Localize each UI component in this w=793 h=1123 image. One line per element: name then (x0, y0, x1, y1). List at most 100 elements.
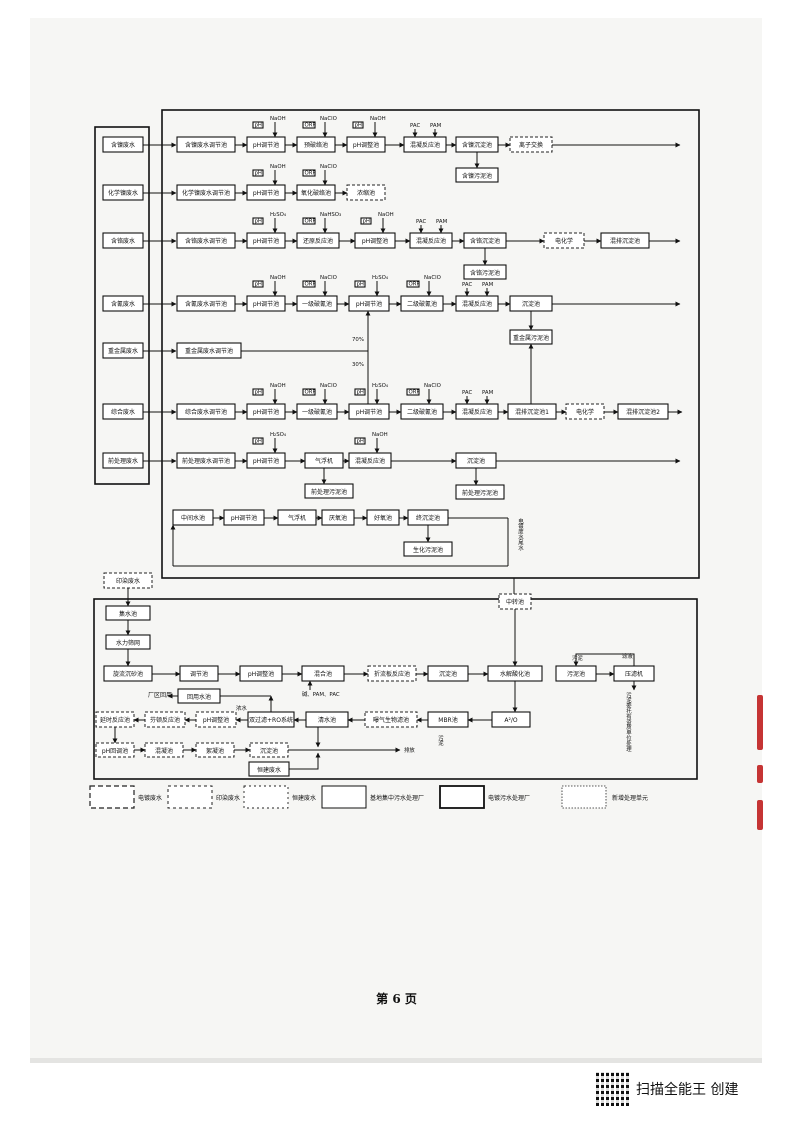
process-box: 前处理废水调节池 (182, 457, 230, 465)
process-box: 浓缩池 (357, 189, 375, 197)
sensor-tag-box (252, 121, 264, 129)
legend-label: 基地集中污水处理厂 (370, 794, 424, 802)
side-label-vertical: 电镀废水尾水 (517, 517, 524, 551)
sensor-tag-box (354, 280, 366, 288)
chemical-tag: PAC (462, 390, 472, 396)
process-box: 混合池 (314, 670, 332, 678)
process-box: 芬顿反应池 (150, 716, 180, 724)
sensor-tag-box (302, 388, 316, 396)
legend: 电镀废水 印染废水 恒建废水 基地集中污水处理厂 电镀污水处理厂 新增处理单元 (89, 785, 648, 809)
chemical-tag: H₂SO₄ (270, 212, 286, 218)
chemical-tag: NaClO (424, 275, 441, 281)
sludge-box: 含铬污泥池 (470, 269, 500, 277)
stream-label: 含镍废水 (111, 141, 135, 149)
stream-label: 含铬废水 (111, 237, 135, 245)
stream-boxes: 含镍废水 化学镍废水 含铬废水 含氰废水 重金属废水 综合废水 前处理废水 (102, 136, 144, 469)
process-box: pH调节池 (253, 237, 279, 245)
row-biological: 中间水池 pH调节池 气浮机 厌氧池 好氧池 终沉淀池 生化污泥池 电镀废水尾水 (170, 509, 524, 567)
stream-label: 前处理废水 (108, 457, 138, 465)
sensor-tag-box (252, 280, 264, 288)
process-box: 混排沉淀池 (610, 237, 640, 245)
process-box: 水解酸化池 (500, 670, 530, 678)
qr-code-icon (596, 1072, 630, 1106)
sensor-tag-box (302, 280, 316, 288)
process-box: 曝气生物滤池 (373, 716, 409, 724)
process-box: 沉淀池 (260, 747, 278, 755)
sludge-box: 前处理污泥池 (462, 489, 498, 497)
chemical-tag: PAM (482, 282, 494, 288)
chemical-tag: NaOH (270, 275, 286, 281)
process-box: 污泥池 (567, 670, 585, 678)
chemical-tag: NaClO (320, 116, 337, 122)
stream-arrows (143, 142, 177, 464)
process-box: pH调节池 (253, 300, 279, 308)
chemical-tag: NaOH (378, 212, 394, 218)
process-box: 电化学 (576, 408, 594, 416)
process-box: pH调节池 (253, 408, 279, 416)
process-box: 恒建废水 (257, 766, 281, 774)
process-box: 还原反应池 (303, 237, 333, 245)
chemical-tag: NaOH (372, 432, 388, 438)
chemical-tag: PAM (482, 390, 494, 396)
process-box: 一级破氰池 (302, 300, 332, 308)
chemical-note: 碱、PAM、PAC (302, 691, 340, 698)
process-box: 折流板反应池 (374, 670, 410, 678)
dye-wastewater-box: 印染废水 (116, 577, 140, 585)
chemical-tag: H₂SO₄ (372, 275, 388, 281)
discharge-note: 排放 (404, 746, 415, 754)
process-box: 气浮机 (288, 514, 306, 522)
process-label: 厂区回用 (148, 692, 172, 699)
row-heavy-metal: 重金属废水调节池 70% 30% (176, 337, 368, 368)
chemical-tag: NaClO (320, 275, 337, 281)
process-box: 压滤机 (625, 670, 643, 678)
chemical-tag: H₂SO₄ (270, 432, 286, 438)
sensor-tag: pH (255, 439, 262, 445)
chemical-tag: NaOH (270, 164, 286, 170)
row-chromium: 含铬废水调节池 pH调节池 还原反应池 pH调整池 混凝反应池 含铬沉淀池 电化… (176, 232, 681, 280)
process-box: 混排沉淀池2 (626, 408, 660, 416)
process-box: 集水池 (119, 610, 137, 618)
process-box: 混凝反应池 (462, 408, 492, 416)
process-box: pH调节池 (253, 141, 279, 149)
process-box: pH调节池 (253, 189, 279, 197)
chemical-tag: H₂SO₄ (372, 383, 388, 389)
filtrate-note: 滤液 (622, 652, 633, 660)
chemical-tag: PAM (430, 123, 442, 129)
sludge-note: 污泥 (572, 654, 583, 662)
process-box: 含镍废水调节池 (185, 141, 227, 149)
sensor-tag: pH (357, 439, 364, 445)
sensor-tag: pH (255, 219, 262, 225)
process-box: 含铬废水调节池 (185, 237, 227, 245)
sensor-tag: ORP (305, 282, 317, 288)
chemical-tag: NaClO (320, 383, 337, 389)
process-box: pH调整池 (362, 237, 388, 245)
sensor-tag: pH (255, 282, 262, 288)
sludge-box: 前处理污泥池 (311, 488, 347, 496)
sensor-tag: ORP (305, 123, 317, 129)
page-number: 第 6 页 (376, 992, 417, 1006)
process-box: pH调节池 (356, 300, 382, 308)
process-box: pH调整池 (203, 716, 229, 724)
sludge-box: 生化污泥池 (413, 546, 443, 554)
chemical-tag: NaOH (270, 383, 286, 389)
process-box: 混凝反应池 (410, 141, 440, 149)
sensor-tag: ORP (409, 282, 421, 288)
process-box: 双过滤+RO系统 (249, 716, 293, 724)
sensor-tag-box (360, 217, 372, 225)
process-box: pH调整池 (248, 670, 274, 678)
legend-label: 恒建废水 (292, 794, 316, 802)
bottom-row-3: pH回调池 混凝池 絮凝池 沉淀池 排放 恒建废水 (95, 727, 415, 777)
process-box: 综合废水调节池 (185, 408, 227, 416)
process-box: 化学镍废水调节池 (182, 189, 230, 197)
process-box: 延时反应池 (100, 716, 130, 724)
process-box: 含氰废水调节池 (185, 300, 227, 308)
sensor-tag: pH (255, 171, 262, 177)
sensor-tag-box (354, 388, 366, 396)
sensor-tag-box (406, 388, 420, 396)
sensor-tag-box (252, 388, 264, 396)
sensor-tag-box (252, 169, 264, 177)
process-box: 中间水池 (181, 514, 205, 522)
process-box: 二级破氰池 (407, 300, 437, 308)
process-box: 气浮机 (315, 457, 333, 465)
